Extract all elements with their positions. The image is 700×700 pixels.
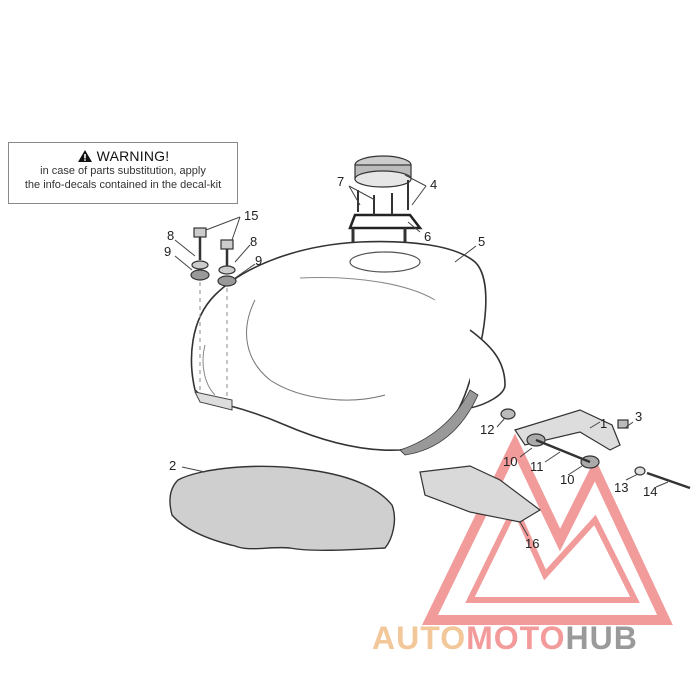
callout-labels: 1 2 3 4 5 6 7 8 8 9 9 10 10 11 12 13 14 … [164,174,657,551]
watermark-brand: AUTOMOTOHUB [372,620,638,657]
callout-7: 7 [337,174,344,189]
warning-title: WARNING! [96,148,170,164]
warning-notice: WARNING! in case of parts substitution, … [8,142,238,204]
callout-8a: 8 [167,228,174,243]
fuel-tank [190,240,506,456]
callout-4: 4 [430,177,437,192]
warning-line-1: in case of parts substitution, apply [40,165,206,177]
callout-14: 14 [643,484,657,499]
rubber-pad [169,465,396,552]
leader-lines [174,174,669,537]
callout-11: 11 [530,459,544,474]
callout-5: 5 [478,234,485,249]
callout-9b: 9 [255,253,262,268]
callout-13: 13 [614,480,628,495]
callout-16: 16 [525,536,539,551]
callout-6: 6 [424,229,431,244]
callout-15: 15 [244,208,258,223]
callout-1: 1 [600,416,607,431]
brand-part-hub: HUB [565,620,638,656]
callout-2: 2 [169,458,176,473]
callout-8b: 8 [250,234,257,249]
warning-triangle-icon [77,150,92,162]
watermark-logo [422,433,673,625]
front-bracket-assembly [500,408,691,490]
callout-10a: 10 [503,454,517,469]
callout-3: 3 [635,409,642,424]
callout-12: 12 [480,422,494,437]
foam-pad [419,465,542,523]
callout-9a: 9 [164,244,171,259]
brand-part-auto: AUTO [372,620,467,656]
callout-10b: 10 [560,472,574,487]
fuel-cap-assembly [348,155,423,242]
bolt-group-left [190,227,237,398]
brand-part-moto: MOTO [466,620,566,656]
warning-line-2: the info-decals contained in the decal-k… [24,179,222,191]
